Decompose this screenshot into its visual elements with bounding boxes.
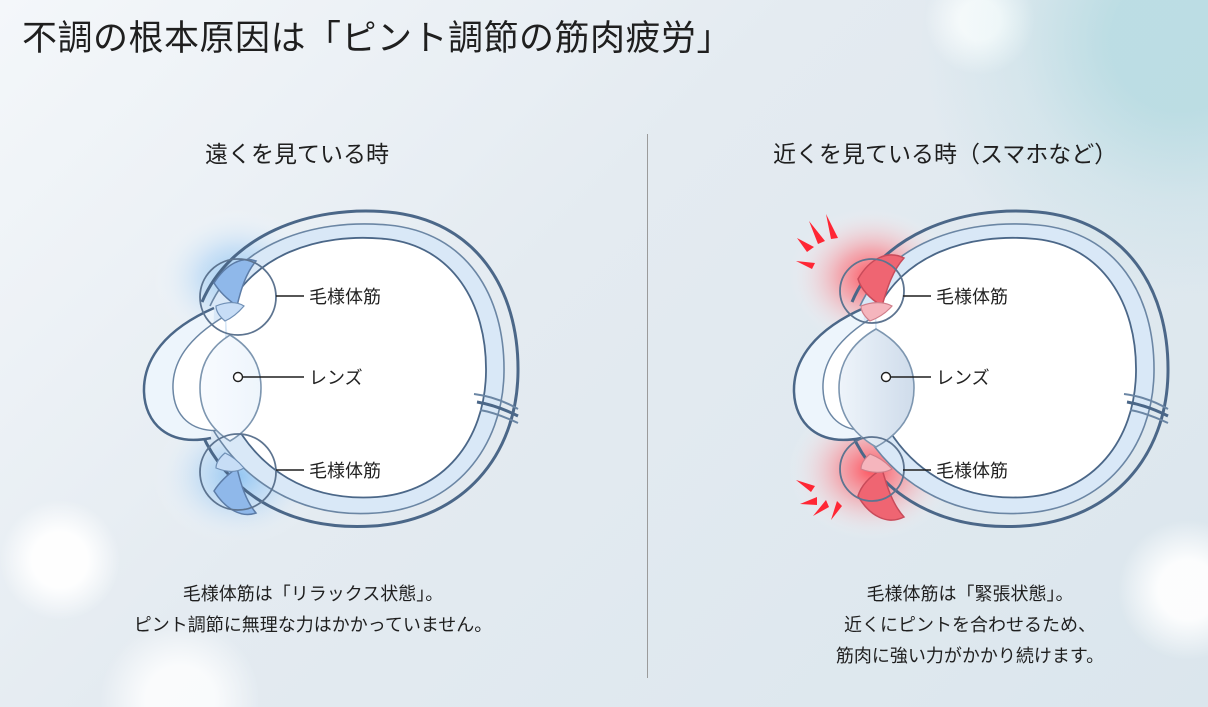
tension-eye-outline [850,209,1170,528]
page-title: 不調の根本原因は「ピント調節の筋肉疲労」 [22,19,733,59]
relaxed-lens [199,334,262,442]
tension-label-pointers [880,295,931,471]
relaxed-ciliary-muscle-bottom [199,433,277,516]
tension-lens [838,328,915,448]
tension-ciliary-muscle-top [839,254,906,324]
tension-ciliary-muscle-bottom [839,436,906,521]
left-section-title: 遠くを見ている時 [205,142,389,168]
left-caption-line-1: 毛様体筋は「リラックス状態」。 [182,584,444,605]
tension-burst-bottom [796,480,842,520]
relaxed-ciliary-muscle-top [199,258,277,336]
tension-eye-diagram: 毛様体筋 レンズ 毛様体筋 [788,207,1170,540]
relaxed-optic-nerve [473,393,519,424]
left-caption-line-2: ピント調節に無理な力はかかっていません。 [133,614,493,636]
right-caption-line-1: 毛様体筋は「緊張状態」。 [866,584,1074,605]
center-divider [647,134,648,678]
left-top-label: 毛様体筋 [309,287,381,308]
right-top-label: 毛様体筋 [936,287,1008,308]
relaxed-eye-diagram: 毛様体筋 レンズ 毛様体筋 [142,208,520,540]
tension-optic-nerve [1123,393,1169,424]
left-caption: 毛様体筋は「リラックス状態」。 ピント調節に無理な力はかかっていません。 [98,580,528,642]
right-center-label: レンズ [936,368,990,389]
right-bottom-label: 毛様体筋 [936,461,1008,482]
left-bottom-label: 毛様体筋 [309,461,381,482]
right-caption-line-2: 近くにピントを合わせるため、 [844,614,1096,636]
right-caption: 毛様体筋は「緊張状態」。 近くにピントを合わせるため、 筋肉に強い力がかかり続け… [810,580,1130,673]
left-center-label: レンズ [309,368,363,389]
right-section-title: 近くを見ている時（スマホなど） [773,142,1118,168]
right-caption-line-3: 筋肉に強い力がかかり続けます。 [835,645,1105,667]
relaxed-label-pointers [232,295,304,471]
tension-burst-top [796,214,838,269]
